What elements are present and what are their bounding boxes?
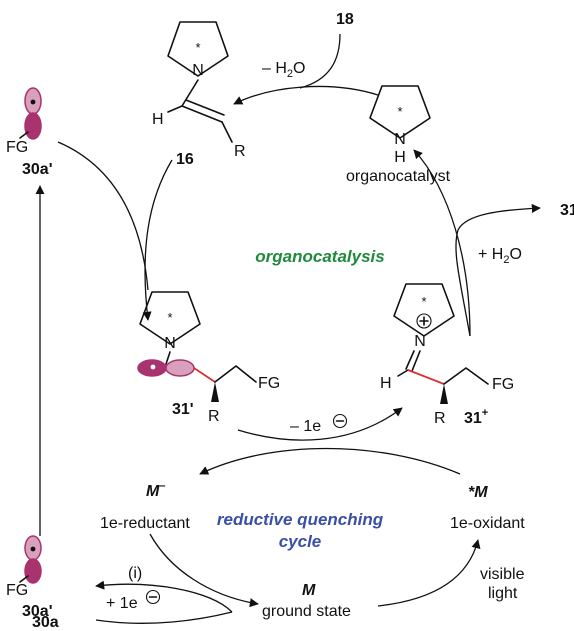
- new-bond-31plus: [407, 369, 445, 385]
- minus-1e-label: – 1e: [290, 418, 321, 435]
- chain-31prime: [214, 365, 257, 383]
- chain-31plus: [443, 367, 489, 385]
- orbital-lobe-lower: [24, 112, 42, 140]
- reductive-quenching-label-2: cycle: [279, 532, 322, 551]
- arrow-reduction-to-radical: [95, 580, 233, 613]
- compound-16-label: 16: [176, 151, 194, 168]
- plus-1e-label: + 1e: [106, 595, 138, 612]
- arrow-to-31: [455, 203, 541, 337]
- r-group-31prime: R: [208, 408, 220, 425]
- c-h-bond-31plus: [397, 369, 409, 377]
- pyrrolidine-ring-top: [167, 21, 229, 77]
- fg-bond-top: [19, 131, 29, 139]
- pyrrolidine-ring-31plus: [393, 283, 455, 337]
- double-bond-a: [181, 105, 223, 123]
- ground-state-label: ground state: [262, 603, 351, 620]
- compound-30a-prime-top: 30a': [22, 161, 53, 178]
- r-group-enamine: R: [234, 143, 246, 160]
- arrow-to-31prime: [142, 159, 173, 321]
- compound-31-plus-label: 31+: [464, 407, 488, 427]
- arrow-radical-in: [57, 141, 149, 291]
- fg-label-31prime: FG: [258, 375, 280, 392]
- organocatalysis-label: organocatalysis: [255, 247, 384, 266]
- minus-charge-circle-top: [332, 413, 348, 429]
- r-group-31plus: R: [434, 410, 446, 427]
- ring-star-31plus: *: [421, 294, 426, 309]
- radical-30a-prime-top: FG 30a': [6, 87, 53, 178]
- oxidant-label: 1e-oxidant: [450, 515, 525, 532]
- arrow-oxidation: [237, 407, 403, 441]
- h-atom-31plus: H: [380, 375, 392, 392]
- compound-30a-label-visible: 30a: [32, 614, 59, 631]
- fg-label-31plus: FG: [492, 376, 514, 393]
- c-r-bond: [221, 121, 233, 143]
- step-i-label: (i): [128, 565, 142, 582]
- excited-m-label: *M: [468, 484, 488, 501]
- organocatalyst-structure: * N H organocatalyst: [346, 85, 451, 185]
- n-c-bond-31prime: [165, 351, 171, 365]
- n-atom-31prime: N: [164, 335, 176, 352]
- orbital-lobe-right-31prime: [165, 359, 195, 377]
- fg-label-bottom: FG: [6, 582, 28, 599]
- arrow-excitation: [377, 539, 481, 607]
- arrow-to-enamine: [233, 85, 379, 105]
- plus-h2o-label: + H2O: [478, 246, 522, 266]
- compound-31-label: 31: [560, 202, 574, 219]
- radical-dot-top: [30, 99, 36, 105]
- n-c-bond: [181, 79, 199, 107]
- n-atom-catalyst: N: [394, 131, 406, 148]
- pyrrolidine-ring-31prime: [139, 291, 201, 345]
- reductant-label: 1e-reductant: [100, 515, 190, 532]
- radical-31-prime-structure: * N FG R 31': [137, 291, 280, 425]
- radical-30a-prime-bottom: FG 30a': [6, 535, 53, 620]
- light-label: light: [488, 585, 518, 602]
- compound-18-label: 18: [336, 11, 354, 28]
- ring-star-catalyst: *: [397, 104, 402, 119]
- plus-charge-circle: [416, 313, 432, 329]
- h-atom-catalyst: H: [394, 149, 406, 166]
- radical-dot-bottom: [30, 546, 36, 552]
- arrow-m-minus-to-ground: [149, 533, 259, 608]
- fg-bond-bottom: [19, 575, 29, 583]
- n-atom-enamine: N: [192, 62, 204, 79]
- compound-30a-prime-bottom: 30a': [22, 603, 53, 620]
- ring-star-top: *: [195, 40, 200, 55]
- orbital-lobe-lower-bottom: [24, 558, 42, 584]
- iminium-31-plus-structure: * N H FG R 31+: [380, 283, 514, 427]
- m-minus-label: M–: [146, 480, 165, 500]
- pyrrolidine-ring-catalyst: [369, 85, 431, 139]
- minus-h2o-label: – H2O: [262, 60, 305, 80]
- wedge-31prime: [211, 382, 219, 402]
- new-bond-31prime: [193, 367, 216, 383]
- compound-31-prime-label: 31': [172, 401, 194, 418]
- enamine-16-structure: * N H R 16: [152, 21, 246, 168]
- radical-dot-31prime: [150, 364, 156, 370]
- arrow-top-of-photocycle: [199, 447, 461, 475]
- h-atom-enamine: H: [152, 111, 164, 128]
- ring-star-31prime: *: [167, 310, 172, 325]
- organocatalyst-label: organocatalyst: [346, 168, 451, 185]
- fg-label-top: FG: [6, 139, 28, 156]
- minus-charge-circle-bottom: [145, 589, 161, 605]
- visible-label: visible: [480, 566, 525, 583]
- arrow-30a-in: [95, 611, 233, 624]
- wedge-31plus: [440, 384, 448, 404]
- plus-charge-sign: [419, 316, 429, 326]
- double-bond-b: [185, 99, 225, 116]
- arrow-to-catalyst: [413, 149, 471, 337]
- m-ground-label: M: [302, 582, 316, 599]
- arrow-18-in: [299, 33, 341, 89]
- iminium-double-bond: [405, 350, 421, 372]
- n-atom-31plus: N: [414, 333, 426, 350]
- reductive-quenching-label-1: reductive quenching: [217, 510, 384, 529]
- c-h-bond: [167, 105, 183, 113]
